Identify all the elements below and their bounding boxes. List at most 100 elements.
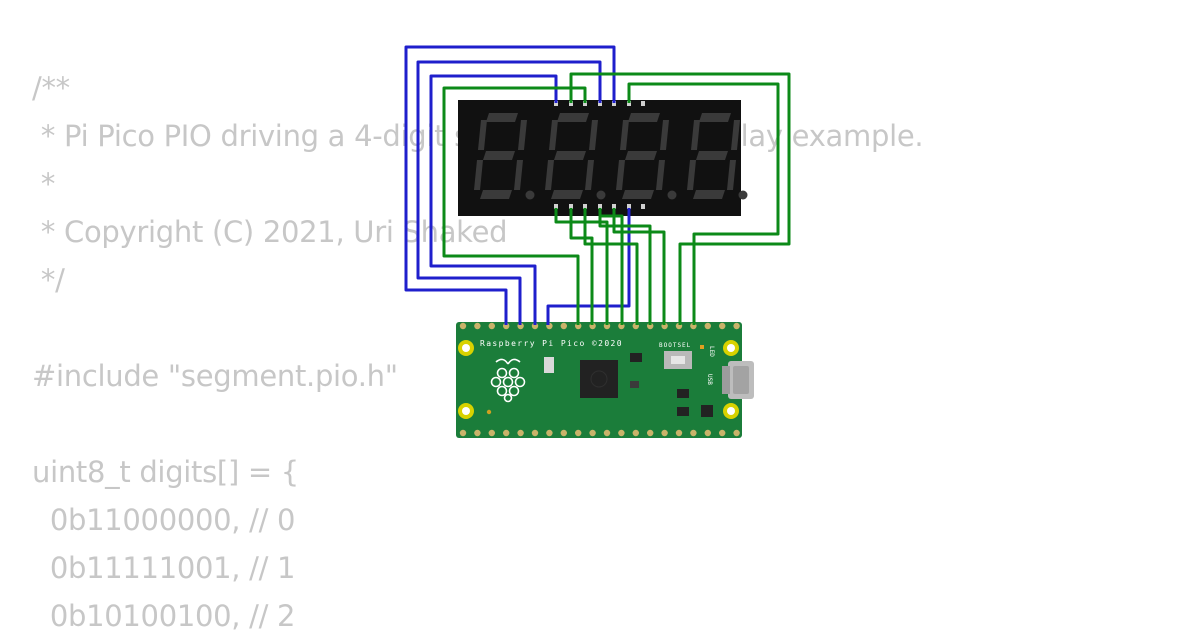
wire[interactable] [404, 45, 616, 325]
wire[interactable] [627, 82, 780, 325]
segment [620, 120, 629, 150]
decimal-point [667, 190, 677, 200]
decimal-point [525, 190, 535, 200]
segment [486, 113, 518, 122]
crystal [544, 357, 554, 373]
header-pin [560, 429, 567, 437]
code-line: #include "segment.pio.h" [32, 359, 398, 393]
digit [616, 113, 677, 200]
segment [656, 160, 665, 190]
header-pin [517, 429, 524, 437]
code-line: 0b11111001, // 1 [32, 551, 296, 585]
header-pin [560, 322, 567, 330]
header-pin [719, 322, 726, 330]
header-pin [675, 429, 683, 437]
segment [478, 120, 487, 150]
code-line: uint8_t digits[] = { [32, 455, 299, 489]
display-digits [474, 101, 748, 209]
decimal-point [738, 190, 748, 200]
display-pin [583, 204, 587, 209]
header-pin [474, 429, 481, 437]
seven-segment-display[interactable] [458, 100, 748, 216]
rp2040-chip [580, 360, 618, 398]
code-line: 0b10100100, // 2 [32, 599, 296, 633]
header-pin [603, 322, 611, 330]
segment [549, 120, 558, 150]
segment [616, 160, 625, 190]
header-pin [503, 429, 510, 437]
segment [731, 120, 740, 150]
header-pin [531, 322, 539, 330]
raspberry-pi-pico-board[interactable]: Raspberry Pi Pico ©2020 BOOTSEL LED USB [456, 322, 754, 438]
header-pin [704, 322, 711, 330]
segment [514, 160, 523, 190]
segment [660, 120, 669, 150]
header-pin [632, 429, 639, 437]
display-pin [641, 101, 645, 106]
decimal-point [596, 190, 606, 200]
wire[interactable] [583, 208, 639, 325]
display-pin [627, 204, 631, 209]
segment [518, 120, 527, 150]
usb-connector-icon[interactable] [722, 361, 754, 399]
header-pin [488, 429, 495, 437]
wire[interactable] [569, 72, 791, 325]
wire[interactable] [546, 208, 631, 325]
display-pin [554, 204, 558, 209]
wire[interactable] [416, 60, 602, 325]
wire[interactable] [569, 208, 594, 325]
header-pin [647, 429, 654, 437]
code-line: /** [32, 71, 70, 105]
segment [699, 113, 731, 122]
header-pin [704, 429, 711, 437]
bootsel-label: BOOTSEL [659, 342, 691, 349]
header-pin [589, 429, 596, 437]
display-pin [612, 101, 616, 106]
led-label: LED [708, 346, 715, 357]
segment [622, 190, 654, 199]
led [700, 345, 704, 349]
display-pin [598, 101, 602, 106]
segment [474, 160, 483, 190]
segment [554, 151, 586, 160]
header-pin [459, 322, 467, 330]
header-pin [603, 429, 611, 437]
wire[interactable] [442, 86, 587, 325]
segment [628, 113, 660, 122]
wire[interactable] [429, 74, 558, 325]
wire[interactable] [598, 208, 624, 325]
segment [589, 120, 598, 150]
usb-label: USB [706, 374, 713, 385]
segment [480, 190, 512, 199]
raspberry-logo-icon [490, 358, 526, 403]
header-pin [661, 429, 668, 437]
display-pin [612, 204, 616, 209]
header-pin [733, 429, 740, 437]
code-line: 0b11000000, // 0 [32, 503, 296, 537]
code-line: * [32, 167, 56, 201]
segment [693, 190, 725, 199]
digit [545, 113, 606, 200]
header-pin [575, 429, 582, 437]
segment [585, 160, 594, 190]
segment [551, 190, 583, 199]
display-pin [569, 101, 573, 106]
header-pin [733, 322, 740, 330]
board-label: Raspberry Pi Pico ©2020 [480, 339, 623, 348]
digit [687, 113, 748, 200]
display-pin [641, 204, 645, 209]
segment [625, 151, 657, 160]
display-pin [569, 204, 573, 209]
code-line: */ [32, 263, 65, 297]
segment [727, 160, 736, 190]
wire[interactable] [612, 208, 666, 325]
segment [696, 151, 728, 160]
header-pin [719, 429, 726, 437]
header-pin [690, 429, 697, 437]
header-pin [546, 429, 553, 437]
header-pin [474, 322, 481, 330]
wire[interactable] [554, 208, 609, 325]
display-pin [554, 101, 558, 106]
header-pins [459, 322, 740, 437]
